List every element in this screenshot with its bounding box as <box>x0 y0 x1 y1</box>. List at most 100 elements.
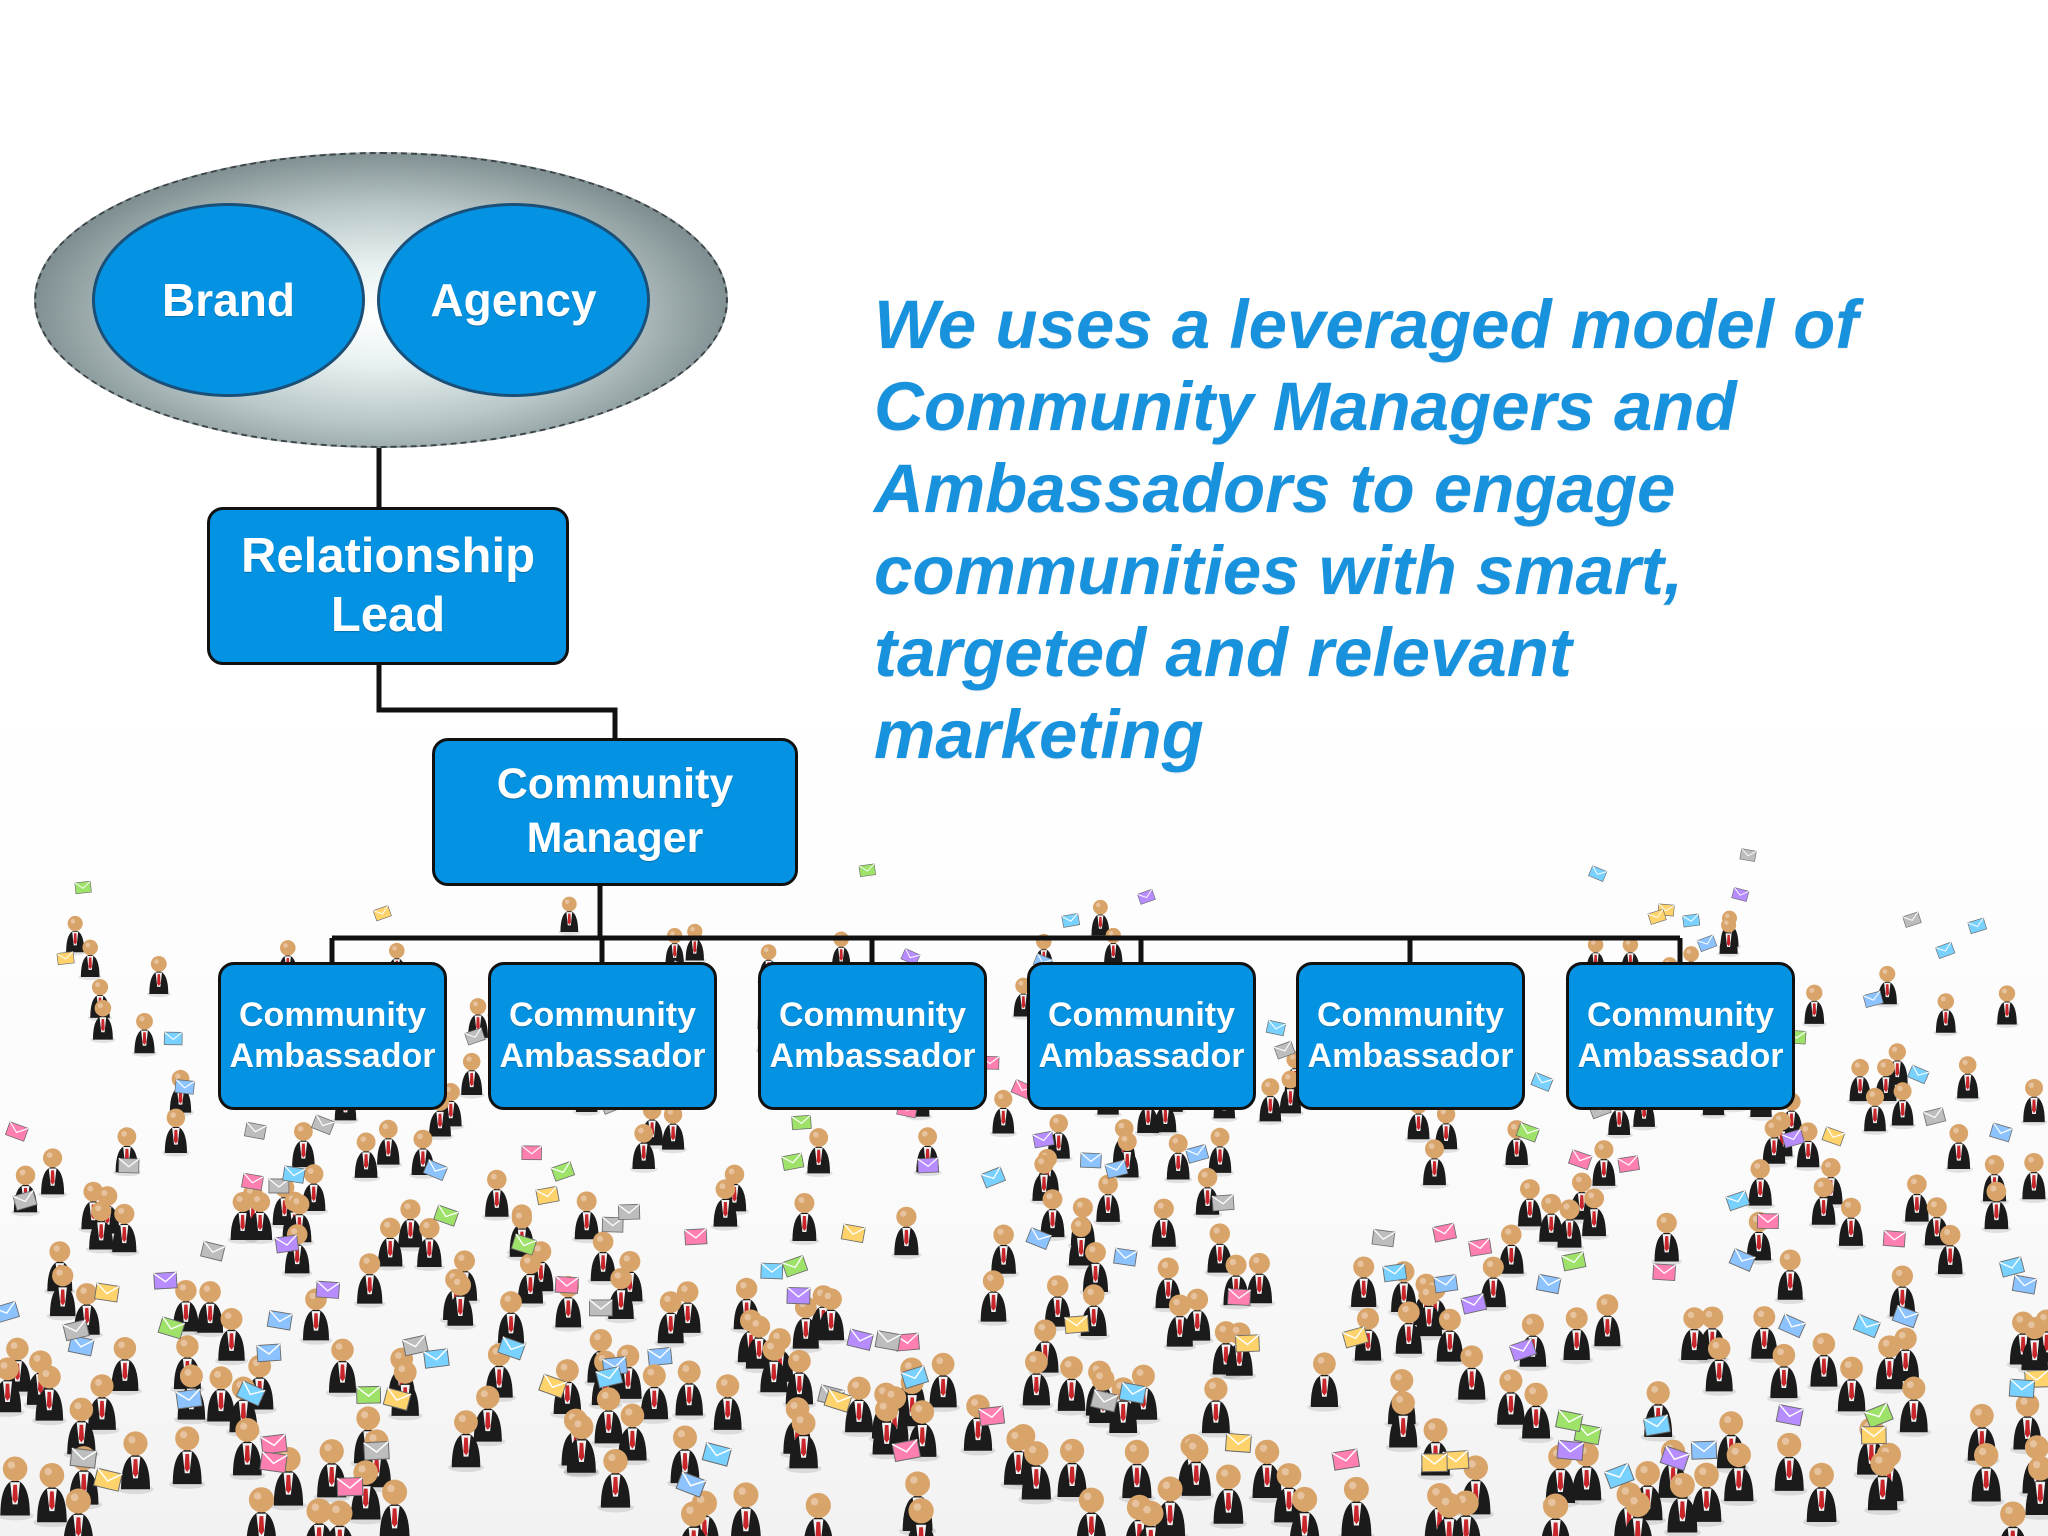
envelope-icon <box>1696 934 1718 953</box>
crowd-figure <box>2018 1316 2048 1375</box>
envelope-icon <box>1032 1130 1055 1149</box>
envelope-icon <box>1025 1227 1052 1250</box>
crowd-figure <box>86 1201 117 1254</box>
ambassador-5-line-2: Ambassador <box>1307 1037 1514 1075</box>
envelope-icon <box>1561 1251 1587 1272</box>
envelope-icon <box>1821 1126 1846 1147</box>
community-manager-node: Community Manager <box>432 738 798 886</box>
envelope-icon <box>1731 887 1750 902</box>
crowd-figure <box>169 1426 206 1489</box>
envelope-icon <box>535 1185 560 1206</box>
envelope-icon <box>243 1121 267 1140</box>
envelope-icon <box>786 1286 811 1305</box>
envelope-icon <box>1224 1432 1252 1453</box>
envelope-icon <box>900 1365 930 1390</box>
envelope-icon <box>1079 1152 1102 1169</box>
envelope-icon <box>1113 1247 1138 1267</box>
ambassador-1-line-2: Ambassador <box>229 1037 436 1075</box>
crowd-figure <box>245 1192 276 1244</box>
crowd-figure <box>1934 1224 1966 1279</box>
community-manager-line-2: Manager <box>526 814 704 862</box>
crowd-figure <box>571 1191 602 1244</box>
crowd-figure <box>1198 1377 1234 1438</box>
crowd-figure <box>1105 1377 1141 1438</box>
crowd-figure <box>1554 1199 1585 1252</box>
crowd-figure <box>281 1224 313 1278</box>
crowd-figure <box>1243 1252 1276 1308</box>
crowd-figure <box>203 1366 239 1427</box>
crowd-figure <box>1861 1087 1889 1135</box>
envelope-icon <box>980 1166 1007 1189</box>
envelope-icon <box>266 1310 293 1331</box>
envelope-icon <box>874 1330 902 1352</box>
envelope-icon <box>259 1451 288 1474</box>
crowd-figure <box>1802 984 1827 1028</box>
crowd-figure <box>1307 1352 1342 1412</box>
crowd-figure <box>215 1308 248 1366</box>
crowd-figure <box>353 1253 386 1308</box>
envelope-icon <box>1460 1293 1488 1315</box>
envelope-icon <box>1185 1143 1210 1164</box>
envelope-icon <box>268 1178 290 1194</box>
ambassador-6-line-1: Community <box>1587 996 1774 1035</box>
envelope-icon <box>62 1319 90 1342</box>
envelope-icon <box>617 1203 641 1221</box>
crowd-figure <box>1412 1284 1446 1341</box>
crowd-figure <box>246 1487 276 1536</box>
envelope-icon <box>1935 941 1956 959</box>
envelope-icon <box>1567 1149 1593 1171</box>
envelope-icon <box>235 1380 266 1407</box>
crowd-figure <box>1846 1058 1874 1105</box>
envelope-icon <box>1227 1288 1252 1306</box>
crowd-figure <box>605 1267 637 1324</box>
envelope-icon <box>175 1388 203 1410</box>
crowd-figure <box>32 1365 67 1426</box>
envelope-icon <box>200 1240 226 1262</box>
connector-relationship-to-manager <box>376 665 618 738</box>
crowd-figure <box>1541 1493 1570 1536</box>
crowd-figure <box>63 915 87 956</box>
crowd-figure <box>1747 1306 1781 1364</box>
crowd-figure <box>782 1349 817 1409</box>
envelope-icon <box>1863 1402 1894 1429</box>
crowd-figure <box>1277 1070 1304 1117</box>
envelope-icon <box>69 1447 98 1469</box>
envelope-icon <box>647 1346 673 1367</box>
crowd-figure <box>1053 1438 1091 1502</box>
envelope-icon <box>423 1348 450 1369</box>
envelope-icon <box>1588 865 1608 882</box>
crowd-figure <box>90 999 116 1043</box>
crowd-figure <box>84 1374 120 1435</box>
crowd-figure <box>117 1431 154 1495</box>
crowd-figure <box>1944 1124 1973 1173</box>
crowd-figure <box>1477 1256 1510 1312</box>
crowd-figure <box>325 1338 360 1398</box>
envelope-icon <box>1652 1263 1677 1282</box>
envelope-icon <box>1421 1453 1448 1473</box>
envelope-icon <box>401 1334 429 1357</box>
crowd-figure <box>374 1119 403 1169</box>
envelope-icon <box>315 1280 341 1299</box>
crowd-figure <box>1118 1439 1156 1503</box>
envelope-icon <box>791 1114 812 1131</box>
envelope-icon <box>1573 1422 1602 1446</box>
crowd-figure <box>109 1203 140 1257</box>
crowd-figure <box>804 1128 833 1178</box>
crowd-figure <box>46 1265 79 1321</box>
envelope-icon <box>163 1031 183 1046</box>
community-ambassador-node-2: Community Ambassador <box>488 962 717 1110</box>
crowd-figure <box>1663 1472 1702 1536</box>
crowd-figure <box>2020 1078 2048 1126</box>
crowd-figure <box>1771 1432 1808 1496</box>
crowd-figure <box>629 1124 658 1173</box>
crowd-figure <box>2019 1152 2048 1204</box>
envelope-icon <box>0 1300 20 1324</box>
crowd-figure <box>1248 1439 1286 1503</box>
crowd-figure <box>710 1374 746 1435</box>
envelope-icon <box>1998 1256 2026 1278</box>
ambassador-2-line-1: Community <box>509 996 696 1035</box>
envelope-icon <box>1682 913 1701 928</box>
crowd-figure <box>1420 1139 1449 1189</box>
envelope-icon <box>684 1228 708 1246</box>
